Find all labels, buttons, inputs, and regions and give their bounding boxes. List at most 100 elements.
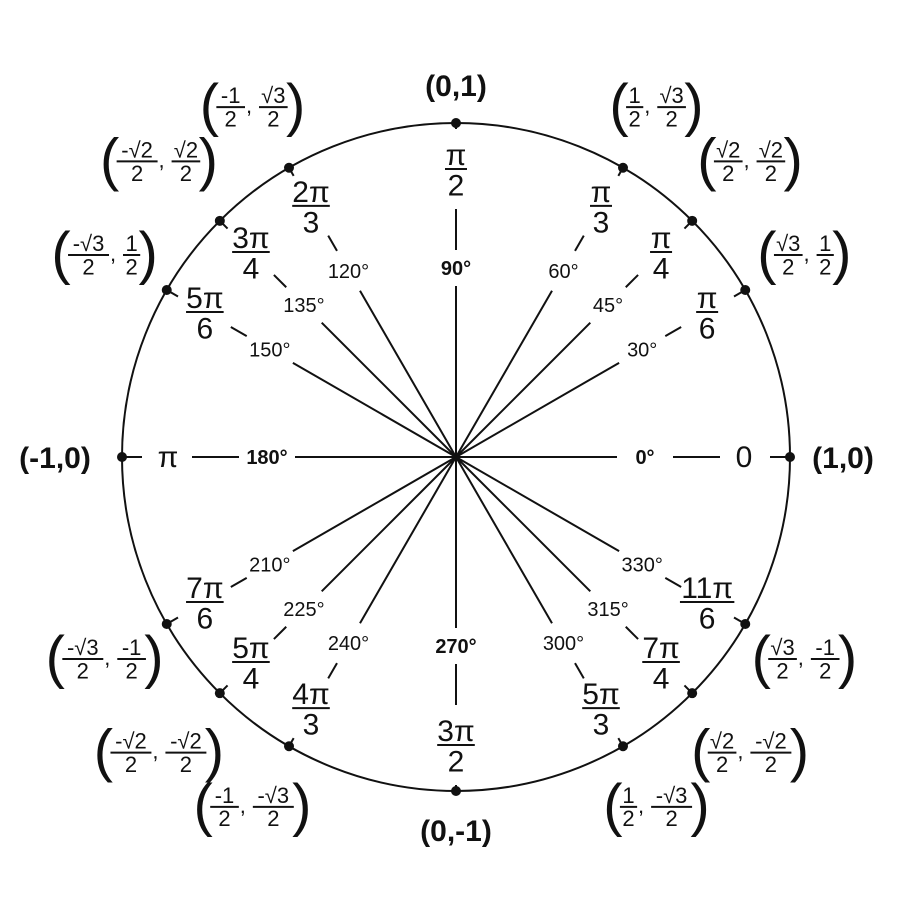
- radian-label-numerator: 4π: [292, 678, 329, 711]
- degree-label: 45°: [593, 295, 623, 317]
- x-coordinate: 12: [619, 783, 638, 831]
- x-coordinate: √32: [773, 231, 803, 279]
- point-dot: [687, 215, 698, 226]
- coordinate-label: (√22,√22): [697, 127, 803, 192]
- angle-120: 120°2π3(-12,√32): [200, 73, 457, 458]
- angle-315: 315°7π4(√22,-√22): [455, 456, 809, 784]
- radian-label-numerator: 5π: [582, 678, 619, 711]
- right-paren: ): [139, 221, 158, 286]
- x-coordinate-denominator: 2: [622, 806, 634, 831]
- x-coordinate-denominator: 2: [776, 658, 788, 683]
- x-coordinate: -√22: [116, 137, 158, 186]
- x-coordinate-numerator: 1: [622, 783, 634, 808]
- angle-150: 150°5π6(-√32,12): [51, 221, 457, 458]
- ray-segment: [230, 576, 248, 588]
- left-paren: (: [51, 221, 70, 286]
- x-coordinate: √32: [768, 635, 797, 683]
- left-paren: (: [691, 719, 710, 784]
- x-coordinate-numerator: √2: [710, 729, 734, 754]
- radian-label-denominator: 6: [197, 312, 214, 345]
- coordinate-label: (-√32,12): [51, 221, 157, 286]
- radian-label-denominator: 6: [699, 602, 716, 635]
- angle-225: 225°5π4(-√22,-√22): [94, 456, 457, 784]
- degree-label: 30°: [627, 340, 657, 362]
- ray-segment: [230, 326, 248, 338]
- radian-label: 7π4: [642, 632, 680, 695]
- x-coordinate-numerator: -√2: [121, 137, 153, 162]
- angle-270: 270°3π2(0,-1): [420, 457, 492, 848]
- x-coordinate-numerator: √3: [776, 231, 800, 256]
- ray-segment: [574, 662, 585, 679]
- point-dot: [451, 118, 461, 128]
- angle-210: 210°7π6(-√32,-12): [46, 456, 457, 690]
- coordinate-label: (√32,12): [757, 221, 851, 286]
- point-dot: [117, 452, 127, 462]
- ray-segment: [359, 456, 457, 624]
- ray-segment: [455, 456, 620, 553]
- radian-label-denominator: 3: [593, 206, 610, 239]
- x-coordinate-numerator: -1: [215, 783, 235, 808]
- ray-segment: [574, 235, 585, 252]
- x-coordinate-numerator: -√2: [115, 729, 147, 754]
- y-coordinate-denominator: 2: [180, 752, 192, 777]
- coordinate-label: (1,0): [812, 442, 874, 475]
- radian-label-numerator: π: [651, 222, 672, 255]
- y-coordinate: √32: [259, 83, 288, 131]
- ray-segment: [455, 290, 553, 458]
- radian-label-denominator: 4: [653, 252, 670, 285]
- radian-label: 0: [736, 441, 753, 474]
- radian-label-numerator: 11π: [681, 572, 733, 605]
- y-coordinate: -√22: [165, 729, 207, 777]
- left-paren: (: [100, 127, 119, 192]
- comma: ,: [104, 645, 110, 670]
- x-coordinate-denominator: 2: [629, 106, 641, 131]
- radian-label-denominator: 4: [653, 662, 670, 695]
- x-coordinate: -√32: [68, 231, 110, 279]
- coordinate-label: (12,-√32): [603, 773, 709, 838]
- angle-135: 135°3π4(-√22,√22): [100, 127, 457, 458]
- radian-label-denominator: 4: [243, 662, 260, 695]
- left-paren: (: [697, 127, 716, 192]
- x-coordinate-denominator: 2: [218, 806, 230, 831]
- x-coordinate-numerator: √2: [716, 137, 740, 162]
- radian-label: π2: [445, 139, 467, 202]
- point-dot: [740, 619, 751, 629]
- radian-label: π3: [590, 176, 612, 239]
- y-coordinate: -√32: [252, 783, 294, 831]
- x-coordinate-denominator: 2: [716, 752, 728, 777]
- point-dot: [214, 215, 225, 226]
- comma: ,: [240, 793, 246, 818]
- x-coordinate-numerator: 1: [629, 83, 641, 108]
- degree-label: 150°: [249, 340, 290, 362]
- radian-label-numerator: 7π: [642, 632, 679, 665]
- y-coordinate: -√22: [750, 729, 792, 777]
- radian-label-denominator: 3: [593, 709, 610, 742]
- x-coordinate-denominator: 2: [131, 161, 143, 186]
- coordinate-label: (√22,-√22): [691, 719, 809, 784]
- degree-label: 60°: [548, 261, 578, 283]
- right-paren: ): [286, 73, 305, 138]
- comma: ,: [246, 93, 252, 118]
- point-dot: [785, 452, 795, 462]
- angle-240: 240°4π3(-12,-√32): [194, 456, 457, 838]
- radian-label: π6: [696, 282, 719, 345]
- radian-label-numerator: π: [697, 282, 718, 315]
- radian-label-denominator: 3: [303, 709, 320, 742]
- radian-label: 3π4: [232, 222, 270, 285]
- left-paren: (: [194, 773, 213, 838]
- angle-300: 300°5π3(12,-√32): [455, 456, 710, 838]
- y-coordinate-numerator: √2: [759, 137, 783, 162]
- ray-segment: [455, 361, 620, 458]
- y-coordinate-numerator: -√3: [656, 783, 688, 808]
- y-coordinate-denominator: 2: [125, 658, 137, 683]
- radian-label-denominator: 2: [448, 169, 465, 202]
- x-coordinate-denominator: 2: [77, 658, 89, 683]
- angle-60: 60°π3(12,√32): [455, 73, 704, 458]
- radian-label: 2π3: [292, 176, 330, 239]
- degree-label: 120°: [328, 261, 369, 283]
- radian-label: π4: [650, 222, 673, 285]
- angle-30: 30° π6 (√32,12): [455, 221, 851, 458]
- radian-label: 4π3: [292, 678, 330, 742]
- x-coordinate: -√32: [62, 635, 104, 683]
